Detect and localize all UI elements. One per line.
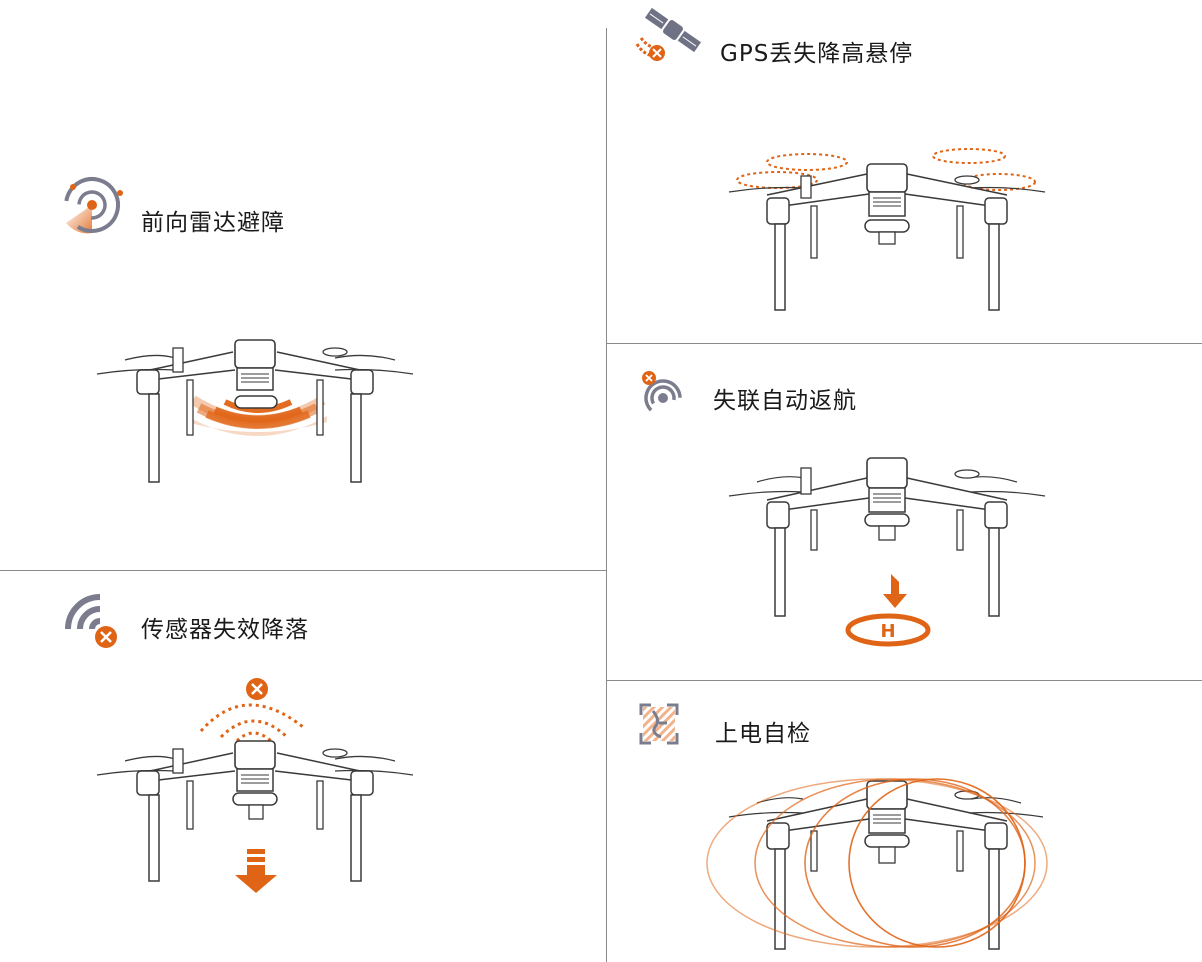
drone-forward-radar [95, 330, 415, 490]
sensor-fail-icon [62, 591, 122, 651]
panel-self-check: 上电自检 [607, 681, 1202, 962]
panel-sensor-fail: 传感器失效降落 [0, 571, 606, 962]
left-horizontal-divider [0, 570, 606, 571]
radar-icon [60, 177, 126, 243]
self-check-icon [639, 703, 679, 745]
title-gps-lost: GPS丢失降高悬停 [720, 41, 914, 67]
title-link-lost: 失联自动返航 [713, 388, 857, 414]
drone-sensor-fail [95, 671, 415, 941]
panel-link-lost: 失联自动返航 H [607, 344, 1202, 680]
landing-pad-icon: H [844, 612, 932, 648]
right-top-divider [606, 343, 1202, 344]
title-forward-radar: 前向雷达避障 [141, 210, 285, 236]
vertical-divider [606, 28, 607, 962]
drone-gps-lost [727, 140, 1047, 315]
panel-forward-radar: 前向雷达避障 [0, 0, 606, 570]
title-self-check: 上电自检 [715, 721, 811, 747]
panel-gps-lost: GPS丢失降高悬停 [607, 0, 1202, 343]
right-bottom-divider [606, 680, 1202, 681]
landing-pad-label: H [880, 621, 895, 642]
drone-self-check [705, 777, 1085, 957]
signal-lost-icon [635, 370, 691, 417]
satellite-icon [633, 7, 703, 66]
drone-link-lost [727, 456, 1047, 656]
title-sensor-fail: 传感器失效降落 [141, 617, 309, 643]
